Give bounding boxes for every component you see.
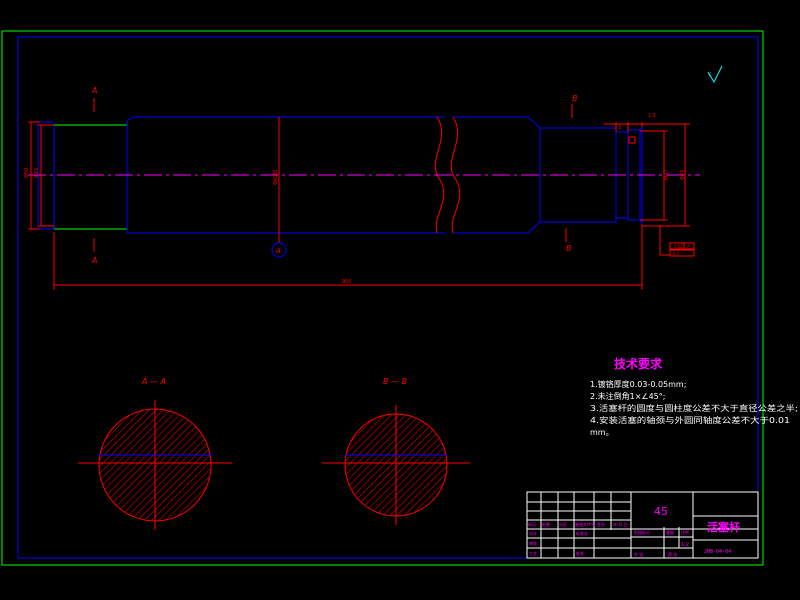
left-journal (53, 124, 128, 230)
break-line-right (450, 116, 461, 234)
drawing-number: JHB-04-04 (704, 549, 731, 555)
note-5: mm。 (590, 428, 614, 437)
scale-value: 1:2 (681, 542, 689, 548)
svg-text:A: A (275, 247, 281, 255)
svg-text:标记: 标记 (528, 521, 536, 527)
svg-text:工艺: 工艺 (529, 551, 537, 556)
break-line-left (434, 116, 445, 234)
svg-text:阶段标记: 阶段标记 (634, 529, 650, 535)
svg-text:A: A (687, 244, 690, 249)
note-1: 1.镀铬厚度0.03-0.05mm; (590, 379, 686, 389)
svg-text:审核: 审核 (529, 540, 537, 546)
note-4: 4.安装活塞的轴颈与外圆同轴度公差不大于0.01 (590, 415, 790, 425)
title-block: 45 活塞杆 JHB-04-04 标记 处数 分区 更改文件号 签名 年.月.日… (526, 491, 759, 559)
marker-b-top: B (572, 94, 578, 103)
dim-right-thread: M27 (664, 169, 670, 180)
svg-text:设计: 设计 (529, 530, 537, 536)
marker-a-bottom: A (91, 256, 97, 265)
dim-right-dia: Φ45 (680, 170, 686, 180)
svg-text:重量: 重量 (666, 529, 674, 535)
svg-text:第 张: 第 张 (668, 551, 677, 557)
part-view (37, 116, 648, 234)
datum-marker: A (271, 117, 287, 258)
svg-text:0.02: 0.02 (674, 244, 683, 249)
technical-notes: 技术要求 1.镀铬厚度0.03-0.05mm; 2.未注倒角1×∠45°; 3.… (590, 356, 798, 437)
tolerance-frame: 0.02 A 3.2 (659, 225, 695, 257)
inner-frame (17, 36, 759, 559)
marker-a-top: A (91, 86, 97, 95)
rod-body-right (453, 116, 541, 129)
svg-text:共 张: 共 张 (634, 551, 643, 557)
dim-left-outer: Φ50 (24, 168, 30, 178)
section-b-label: B — B (383, 377, 407, 386)
dim-total-length: 900 (342, 279, 352, 285)
svg-text:签名: 签名 (597, 521, 605, 527)
section-a-view: A — A (78, 377, 232, 530)
marker-b-bottom: B (566, 244, 572, 253)
svg-text:√: √ (708, 72, 712, 78)
svg-text:比例: 比例 (681, 529, 689, 535)
svg-text:年.月.日: 年.月.日 (613, 521, 628, 527)
svg-text:批准: 批准 (576, 550, 584, 556)
outer-frame (1, 30, 764, 566)
svg-text:处数: 处数 (542, 521, 550, 527)
section-a-label: A — A (141, 377, 166, 386)
notes-title: 技术要求 (614, 356, 663, 371)
note-3: 3.活塞杆的圆度与圆柱度公差不大于直径公差之半; (590, 403, 798, 413)
part-name: 活塞杆 (707, 520, 740, 534)
svg-text:分区: 分区 (559, 521, 567, 527)
dim-small-1: 1.5 (648, 113, 656, 119)
svg-text:更改文件号: 更改文件号 (575, 521, 595, 527)
rod-body-left (126, 116, 445, 122)
dim-left-inner: Φ45 (34, 168, 40, 178)
material-value: 45 (654, 505, 668, 518)
dimensions: 900 Φ50 Φ45 Φ60f8 M27 Φ45 1.5 3 (24, 113, 690, 290)
note-2: 2.未注倒角1×∠45°; (590, 391, 665, 401)
section-markers: A A B B (91, 86, 578, 265)
roughness-icon: √ (707, 65, 723, 84)
svg-text:标准化: 标准化 (576, 530, 588, 536)
dim-small-2: 3 (618, 125, 621, 131)
section-b-view: B — B (322, 377, 470, 525)
dim-mid-dia: Φ60f8 (273, 170, 279, 185)
svg-text:3.2: 3.2 (673, 251, 680, 256)
